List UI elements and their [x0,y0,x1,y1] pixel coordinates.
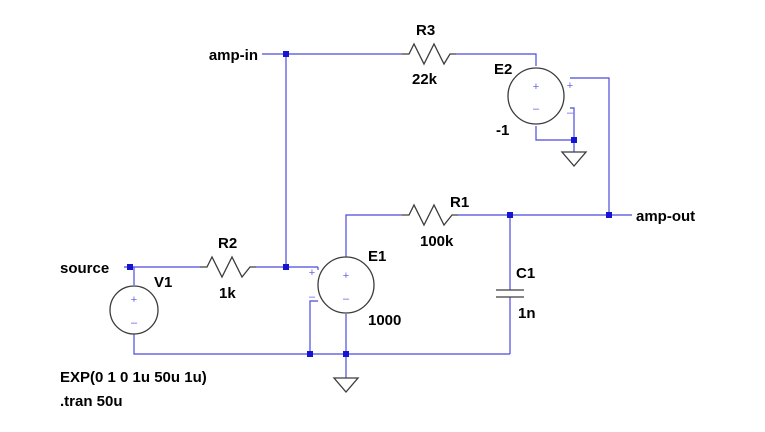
v1-plus-sign: + [131,294,137,306]
e1-value: 1000 [368,312,401,329]
capacitor-c1 [496,289,524,298]
e1-in-plus-sign: + [309,267,315,279]
net-label-amp-out: amp-out [636,208,695,225]
e2-name: E2 [494,61,512,78]
junction-ground-left [307,351,313,357]
e2-sense-minus-sign: – [567,107,574,119]
r3-name: R3 [416,22,435,39]
resistor-r1 [402,203,458,227]
wire-e2-sense-to-out [570,77,610,215]
resistor-r3 [402,42,456,66]
wire-e1-out-up [345,214,402,263]
r2-name: R2 [218,235,237,252]
labels: amp-in source amp-out R3 22k E2 -1 R1 10… [60,22,695,410]
e1-in-minus-sign: – [309,291,316,303]
r1-name: R1 [450,194,469,211]
e1-plus-sign: + [343,270,349,282]
dependent-source-e1: + – + – [309,256,375,314]
e2-plus-sign: + [533,81,539,93]
wire-e2-neg-sense [570,107,575,140]
junction-e2-ground [571,137,577,143]
ground-symbol-main [332,377,360,393]
ground-symbol-e2 [560,151,588,167]
wire-r3-to-e2 [456,53,537,66]
junction-nodes [127,51,612,357]
junction-amp-out [606,212,612,218]
junction-r1-c1 [507,212,513,218]
e1-name: E1 [368,248,386,265]
r2-value: 1k [219,285,236,302]
e2-value: -1 [496,122,509,139]
dependent-source-e2: + – + – [507,67,574,125]
e2-sense-plus-sign: + [567,80,573,92]
wire-e1-minus-lead [309,300,318,354]
voltage-source-v1: + – [109,285,159,335]
r1-value: 100k [420,233,454,250]
wires [124,53,632,378]
v1-name: V1 [154,274,172,291]
c1-name: C1 [516,265,535,282]
resistor-r2 [200,255,256,279]
r3-value: 22k [412,71,438,88]
wire-e2-ground [535,126,575,152]
junction-ground-right [343,351,349,357]
junction-amp-in [283,51,289,57]
e2-minus-sign: – [533,103,540,115]
junction-source [127,264,133,270]
spice-directive: .tran 50u [60,393,123,410]
wire-ground-bus [133,334,510,355]
e1-minus-sign: – [343,293,350,305]
c1-value: 1n [518,305,536,322]
net-label-amp-in: amp-in [209,47,258,64]
net-label-source: source [60,260,109,277]
v1-value: EXP(0 1 0 1u 50u 1u) [60,369,207,386]
junction-r2-e1 [283,264,289,270]
v1-minus-sign: – [131,317,138,329]
